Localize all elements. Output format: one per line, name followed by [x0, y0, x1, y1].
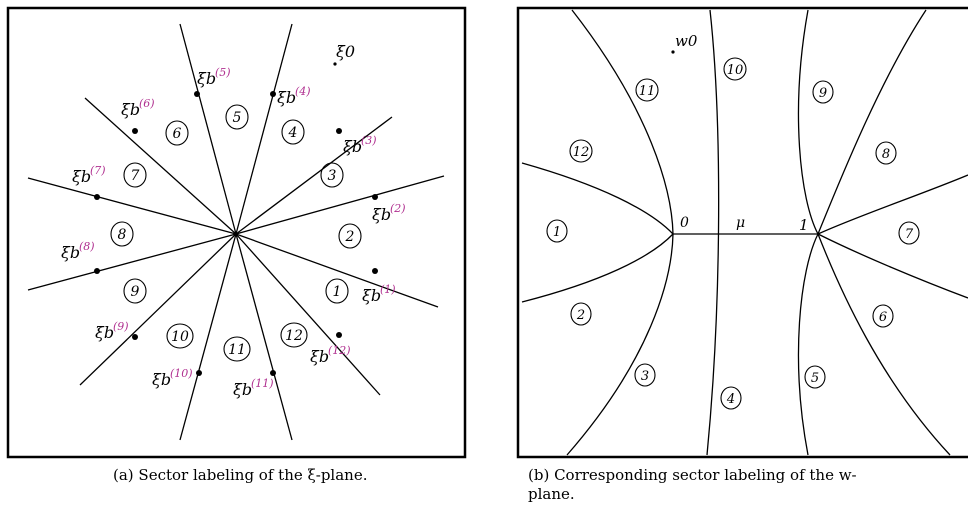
panel-b-frame [516, 6, 968, 459]
panel-a-sector-numbers: 1 2 3 4 5 6 7 8 9 10 11 12 [118, 110, 355, 358]
xi0-label: ξ0 [336, 42, 355, 61]
branch-index: (1) [380, 283, 396, 296]
sector-number: 1 [553, 225, 561, 240]
sector-number: 5 [233, 110, 242, 126]
sector-number: 1 [333, 284, 342, 300]
branch-index: (10) [170, 367, 193, 380]
branch-index: (7) [90, 164, 106, 177]
sector-number: 12 [573, 145, 590, 160]
sector-number: 10 [171, 329, 189, 345]
axis-label-zero: 0 [680, 215, 689, 231]
branch-index: (2) [390, 202, 406, 215]
sector-number: 7 [905, 227, 914, 242]
branch-symbol: ξb [121, 100, 140, 119]
sector-number: 6 [879, 310, 887, 325]
sector-number: 11 [639, 84, 656, 99]
branch-index: (8) [79, 240, 95, 253]
sector-number: 11 [228, 342, 246, 358]
branch-index: (4) [295, 85, 311, 98]
branch-index: (12) [328, 344, 351, 357]
sector-number: 2 [345, 229, 355, 245]
branch-index: (6) [139, 97, 155, 110]
branch-symbol: ξb [362, 286, 381, 305]
sector-number: 9 [131, 284, 140, 300]
sector-number: 3 [641, 369, 649, 384]
axis-label-one: 1 [799, 216, 809, 234]
branch-symbol: ξb [277, 88, 296, 107]
sector-number: 5 [811, 371, 819, 386]
panel-a-branch-dots [94, 62, 378, 376]
w0-point [671, 50, 675, 54]
sector-number: 12 [285, 328, 303, 344]
sector-number: 9 [819, 86, 827, 101]
panel-a-branch-labels: ξb (1) ξb (2) ξb (3) ξb (4) ξb (5) ξb (6… [61, 66, 406, 399]
panel-a-frame [6, 6, 467, 459]
branch-symbol: ξb [152, 370, 171, 389]
branch-index: (9) [113, 320, 129, 333]
panel-b-sector-ovals [546, 57, 920, 410]
axis-label-mu: μ [736, 215, 745, 231]
branch-index: (11) [251, 377, 274, 390]
sector-number: 4 [288, 125, 298, 141]
panel-b-sector-numbers: 1 2 3 4 5 6 7 8 9 10 11 12 [553, 63, 914, 407]
branch-symbol: ξb [343, 137, 362, 156]
caption-b-line1: (b) Corresponding sector labeling of the… [528, 466, 857, 484]
branch-symbol: ξb [72, 167, 91, 186]
sector-number: 2 [576, 308, 585, 323]
panel-b-axis-labels: 0 μ 1 [680, 215, 809, 234]
panel-b-curves [521, 9, 968, 456]
panel-a-rays [27, 23, 445, 441]
sector-number: 6 [173, 126, 182, 142]
branch-index: (5) [215, 66, 231, 79]
branch-symbol: ξb [233, 380, 252, 399]
branch-symbol: ξb [197, 69, 216, 88]
branch-symbol: ξb [61, 243, 80, 262]
w0-label: w0 [675, 32, 698, 50]
sector-number: 4 [726, 392, 735, 407]
sector-number: 8 [882, 147, 890, 162]
sector-number: 3 [328, 168, 337, 184]
caption-b-line2: plane. [528, 485, 575, 503]
sector-number: 7 [131, 168, 140, 184]
sector-number: 10 [727, 63, 744, 78]
branch-symbol: ξb [95, 323, 114, 342]
branch-symbol: ξb [372, 205, 391, 224]
sector-number: 8 [118, 227, 127, 243]
branch-symbol: ξb [310, 347, 329, 366]
branch-index: (3) [361, 134, 377, 147]
caption-a: (a) Sector labeling of the ξ-plane. [113, 466, 368, 484]
panel-a-sector-ovals [110, 104, 362, 362]
